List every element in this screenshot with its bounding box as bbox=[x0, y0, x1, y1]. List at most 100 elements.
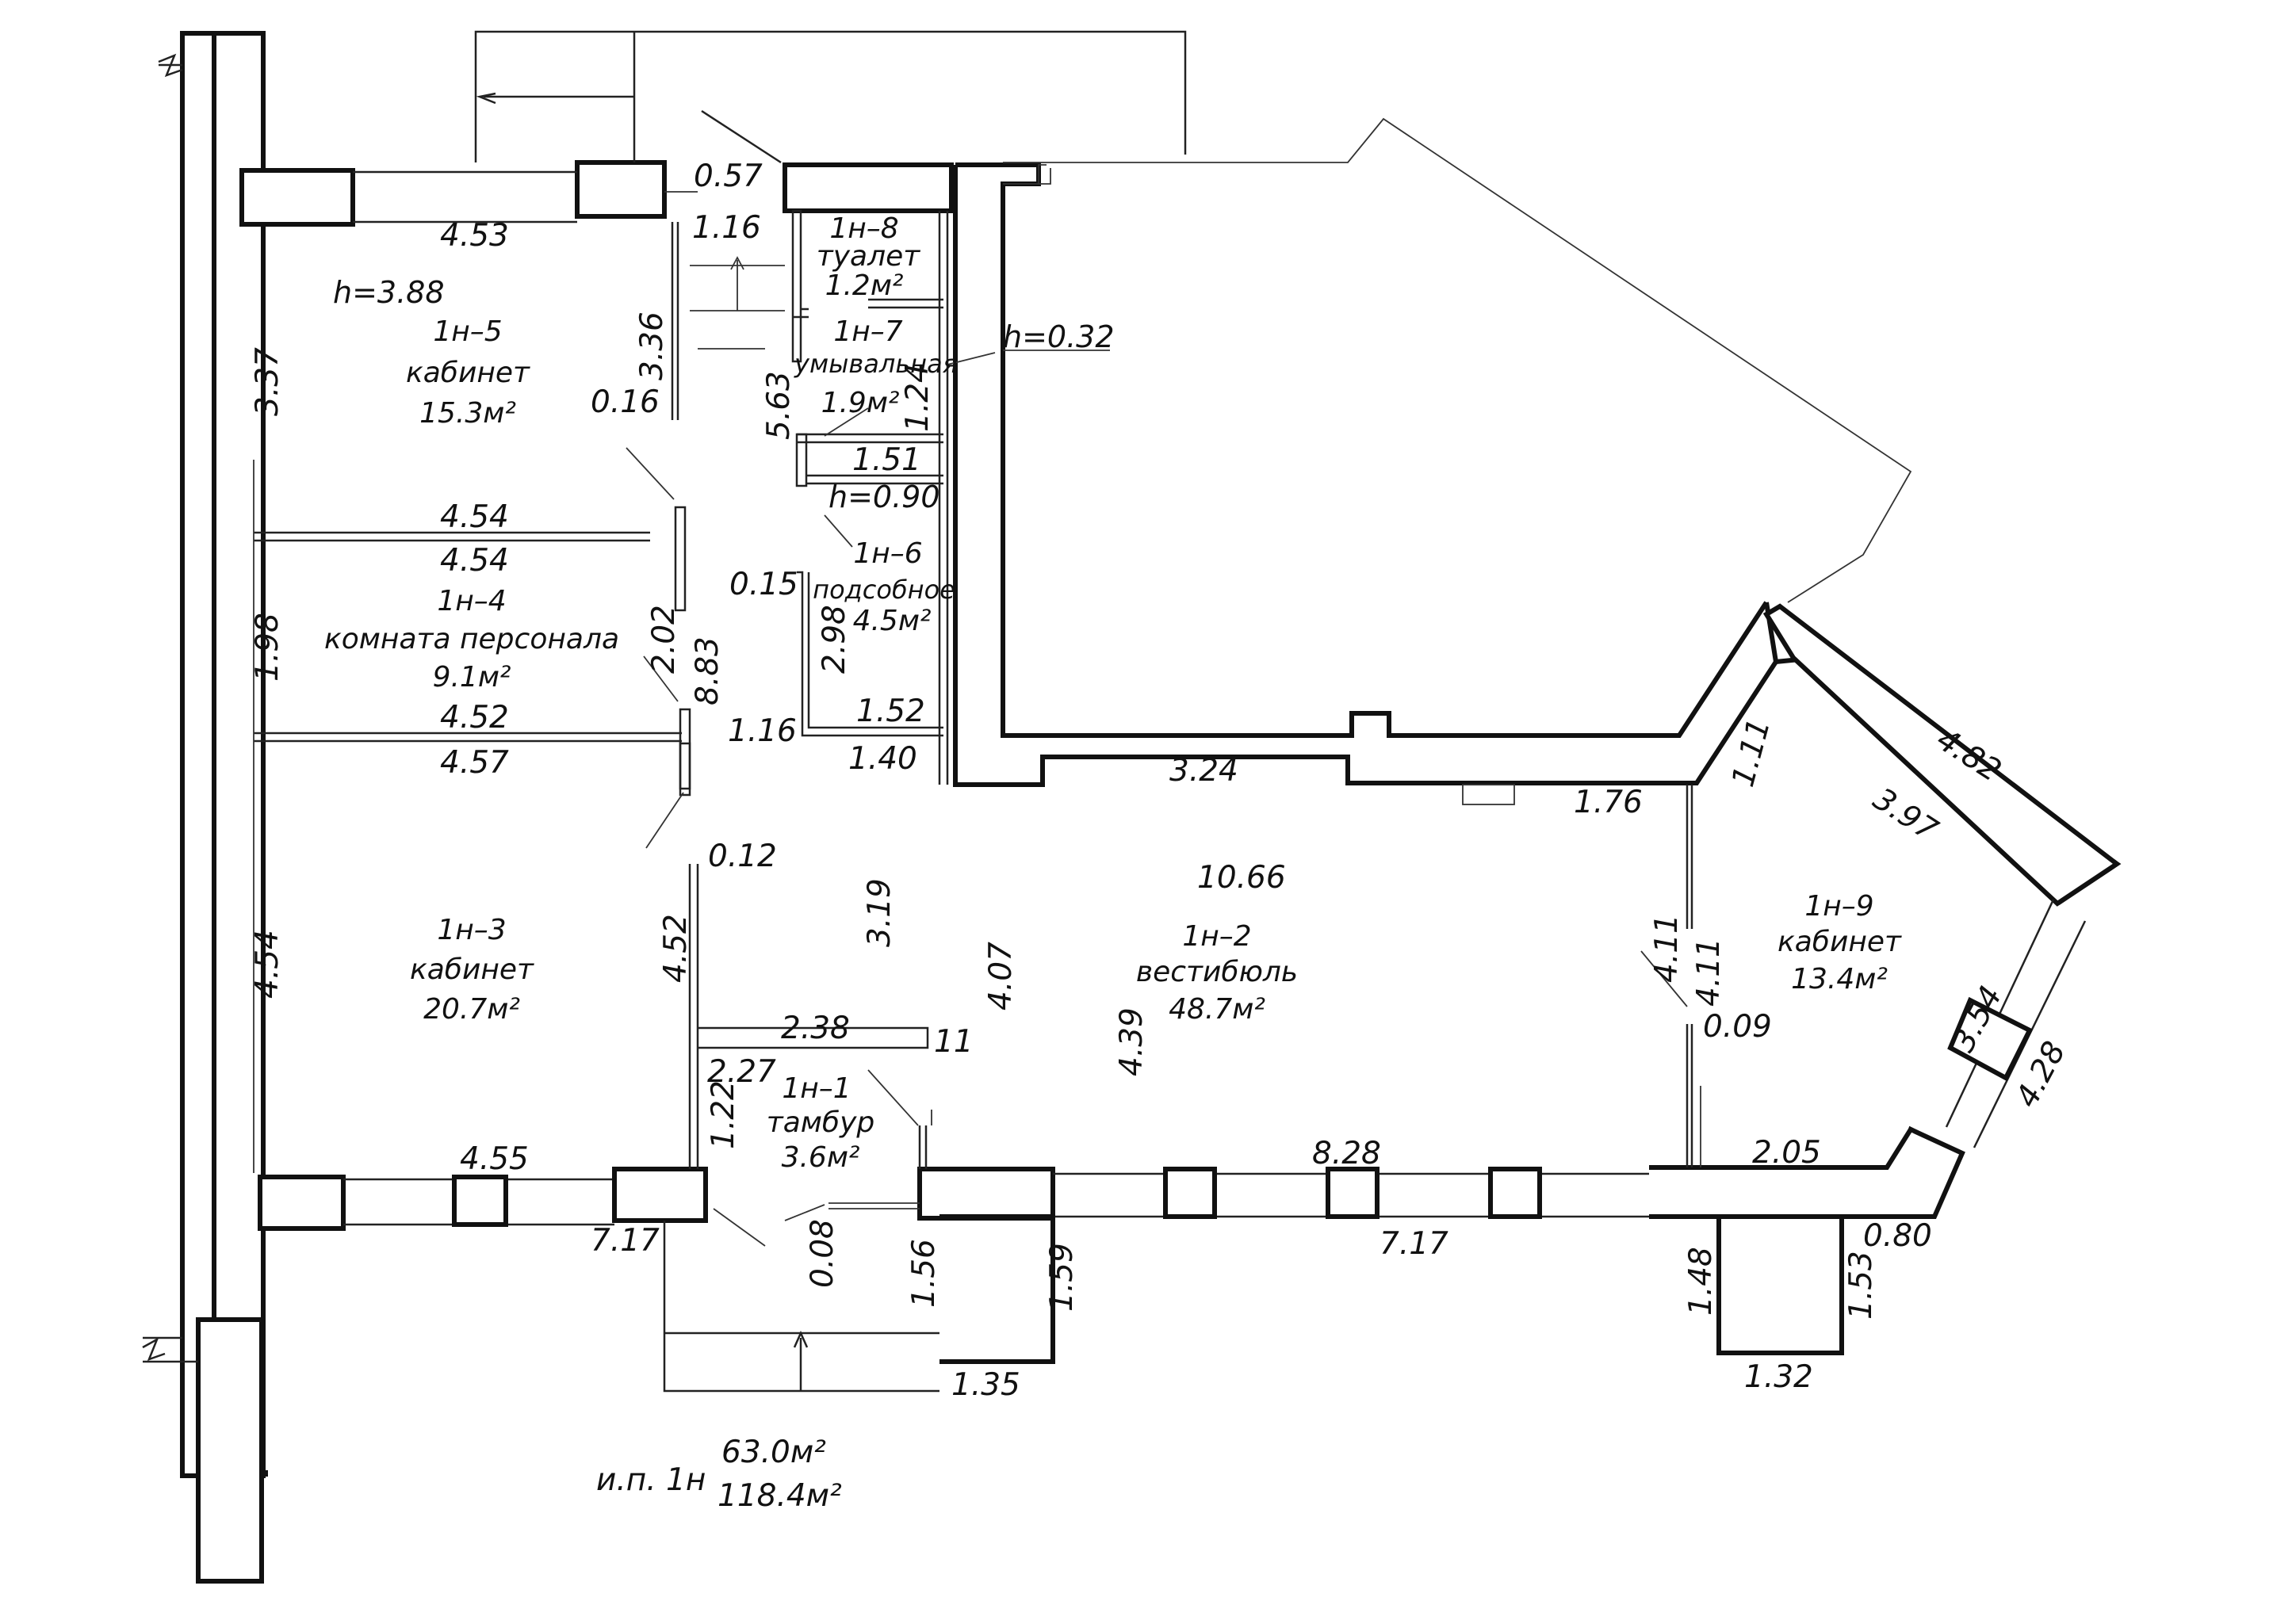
dim: 3.19 bbox=[862, 878, 897, 947]
dim: 7.17 bbox=[591, 1223, 660, 1259]
room-name: кабинет bbox=[410, 953, 534, 986]
height-label-2: h=0.32 bbox=[1003, 319, 1115, 354]
dim: 2.27 bbox=[707, 1054, 776, 1090]
room9-walls bbox=[1649, 602, 2122, 1219]
room-1n1: 1н–1 тамбур 3.6м² bbox=[767, 1072, 875, 1174]
dim: 3.24 bbox=[1169, 753, 1238, 789]
dim: 0.16 bbox=[591, 384, 660, 420]
summary-area-1: 63.0м² bbox=[721, 1435, 826, 1470]
room-code: 1н–4 bbox=[437, 585, 506, 617]
room-1n9: 1н–9 кабинет 13.4м² bbox=[1777, 890, 1902, 995]
height-label-3: h=0.90 bbox=[828, 480, 940, 514]
room-1n3: 1н–3 кабинет 20.7м² bbox=[410, 914, 534, 1026]
room-1n2: 1н–2 вестибюль 48.7м² bbox=[1136, 920, 1298, 1026]
entrance-steps bbox=[663, 1214, 1055, 1393]
dim: 3.97 bbox=[1867, 781, 1944, 849]
dim: 1.52 bbox=[856, 694, 925, 729]
room-code: 1н–6 bbox=[853, 537, 922, 570]
dim: 7.17 bbox=[1380, 1226, 1448, 1262]
dim: 4.52 bbox=[440, 700, 509, 736]
dim: 1.32 bbox=[1744, 1359, 1813, 1395]
dim: 4.57 bbox=[440, 745, 509, 781]
room-name: туалет bbox=[817, 240, 920, 273]
front-wall bbox=[258, 1167, 1649, 1231]
summary-label: и.п. 1н bbox=[596, 1462, 706, 1498]
room-name: тамбур bbox=[767, 1106, 875, 1139]
dim: 2.38 bbox=[781, 1011, 850, 1046]
room-1n6: 1н–6 подсобное 4.5м² bbox=[813, 537, 955, 637]
dim: 1.35 bbox=[951, 1367, 1020, 1403]
dim: 4.54 bbox=[440, 543, 509, 579]
dim: 8.28 bbox=[1312, 1136, 1381, 1171]
dim: 10.66 bbox=[1197, 860, 1286, 896]
room-code: 1н–8 bbox=[829, 212, 898, 245]
dim: 8.83 bbox=[690, 636, 725, 705]
room-name: кабинет bbox=[1777, 926, 1902, 958]
dim: 1.56 bbox=[906, 1239, 942, 1308]
dim: 4.07 bbox=[983, 942, 1019, 1011]
dim: 5.63 bbox=[761, 371, 797, 440]
dim: 3.36 bbox=[634, 311, 670, 380]
room-1n4: 1н–4 комната персонала 9.1м² bbox=[324, 585, 619, 694]
room-code: 1н–1 bbox=[782, 1072, 851, 1105]
dim: 1.98 bbox=[250, 613, 285, 682]
room-area: 15.3м² bbox=[419, 397, 516, 430]
dim: 0.57 bbox=[694, 159, 763, 194]
room-code: 1н–7 bbox=[833, 315, 902, 348]
dim: 1.53 bbox=[1843, 1251, 1879, 1320]
dim: 1.24 bbox=[900, 363, 936, 432]
room-code: 1н–9 bbox=[1804, 890, 1873, 923]
dim: 4.52 bbox=[658, 914, 694, 983]
dim: 2.02 bbox=[646, 605, 682, 674]
room-name: вестибюль bbox=[1136, 956, 1298, 988]
dim: 1.22 bbox=[706, 1080, 741, 1149]
dim: 0.09 bbox=[1703, 1009, 1772, 1045]
room-area: 1.9м² bbox=[821, 387, 900, 419]
summary-area-2: 118.4м² bbox=[718, 1478, 842, 1514]
dim: 1.59 bbox=[1044, 1243, 1080, 1312]
dim: 1.40 bbox=[848, 741, 917, 777]
room-area: 4.5м² bbox=[853, 605, 932, 637]
dim: 11 bbox=[934, 1024, 974, 1060]
dim: 0.08 bbox=[805, 1219, 840, 1288]
dim: 0.80 bbox=[1863, 1218, 1932, 1254]
room-name: комната персонала bbox=[324, 623, 619, 655]
height-label-1: h=3.88 bbox=[333, 275, 445, 310]
left-exterior-wall bbox=[142, 31, 268, 1584]
dim: 4.53 bbox=[440, 218, 509, 254]
room-name: кабинет bbox=[406, 357, 530, 389]
dim: 3.37 bbox=[250, 347, 285, 416]
dim: 0.12 bbox=[708, 839, 777, 874]
room-code: 1н–3 bbox=[437, 914, 506, 946]
room-name: умывальная bbox=[794, 349, 958, 379]
top-wall-room5 bbox=[239, 160, 698, 227]
room-1n8: 1н–8 туалет 1.2м² bbox=[817, 212, 920, 302]
dim: 1.16 bbox=[728, 713, 797, 749]
dim: 0.15 bbox=[729, 567, 798, 602]
room-1n7: 1н–7 умывальная 1.9м² bbox=[794, 315, 958, 419]
dim: 4.54 bbox=[440, 499, 509, 535]
interior-walls bbox=[253, 209, 1688, 1247]
dim: 4.54 bbox=[250, 930, 285, 999]
dim: 1.16 bbox=[692, 210, 761, 246]
dim: 4.55 bbox=[460, 1141, 529, 1177]
top-wall-wc bbox=[783, 162, 954, 213]
dim: 4.39 bbox=[1114, 1007, 1150, 1076]
dim: 2.98 bbox=[817, 605, 852, 674]
room-code: 1н–5 bbox=[433, 315, 502, 348]
terrace-outline bbox=[1003, 117, 1912, 603]
dim: 1.51 bbox=[852, 442, 921, 478]
north-porch bbox=[474, 30, 1187, 164]
dim: 1.48 bbox=[1683, 1247, 1719, 1316]
room-area: 3.6м² bbox=[782, 1141, 860, 1174]
room-code: 1н–2 bbox=[1182, 920, 1251, 953]
hall-north-wall bbox=[953, 162, 1778, 787]
room-area: 9.1м² bbox=[433, 661, 511, 694]
room-area: 1.2м² bbox=[825, 269, 904, 302]
room-name: подсобное bbox=[813, 575, 955, 605]
dim: 4.11 bbox=[1691, 938, 1727, 1007]
dim: 1.76 bbox=[1574, 785, 1643, 820]
room-area: 48.7м² bbox=[1169, 993, 1265, 1026]
room-area: 13.4м² bbox=[1791, 963, 1888, 995]
